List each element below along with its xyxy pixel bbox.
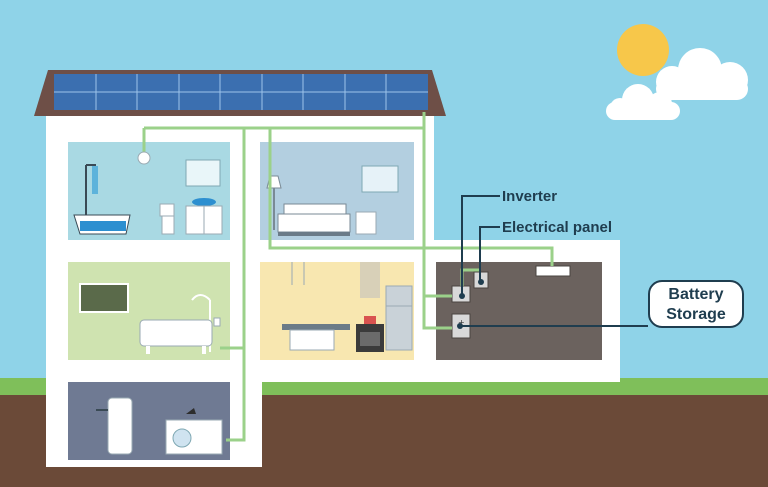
battery-label-line2: Storage <box>666 306 726 323</box>
picture-frame <box>361 165 399 193</box>
toilet-icon <box>159 203 175 235</box>
inverter-marker <box>459 293 465 299</box>
sink-icon <box>185 198 223 235</box>
wiring <box>144 112 554 442</box>
bed-icon <box>277 203 351 236</box>
light-fixture-icon <box>291 262 305 285</box>
solar-panel-icon <box>54 74 428 110</box>
cloud-icon <box>656 48 748 100</box>
sofa-icon <box>139 319 213 354</box>
kitchen-stools <box>289 329 335 351</box>
svg-text:+: + <box>458 318 465 327</box>
oven-icon <box>356 324 384 352</box>
sun-icon <box>617 24 669 76</box>
kitchen-counter <box>282 324 350 330</box>
cloud-icon <box>606 84 680 120</box>
pot <box>364 316 376 324</box>
nightstand <box>355 211 377 235</box>
panel-marker <box>478 279 484 285</box>
battery-marker <box>457 323 463 329</box>
mirror-icon <box>185 159 221 187</box>
battery-label-line1: Battery <box>668 286 724 303</box>
light-fixture-icon <box>137 128 151 165</box>
iron-icon <box>186 408 196 414</box>
fridge-icon <box>385 285 413 351</box>
garage <box>436 262 602 360</box>
tv-icon <box>79 283 129 313</box>
water-heater-icon <box>96 397 133 455</box>
wall-outlet <box>213 317 221 327</box>
shower-icon <box>85 164 98 215</box>
inverter-label: Inverter <box>502 188 558 205</box>
callout-lines <box>460 195 648 327</box>
electrical-panel-label: Electrical panel <box>502 219 613 236</box>
washing-machine-icon <box>165 419 223 455</box>
bathtub-water <box>80 221 126 231</box>
range-hood <box>360 262 380 298</box>
battery-storage-label: Battery Storage <box>648 280 744 328</box>
garage-light <box>535 265 571 277</box>
